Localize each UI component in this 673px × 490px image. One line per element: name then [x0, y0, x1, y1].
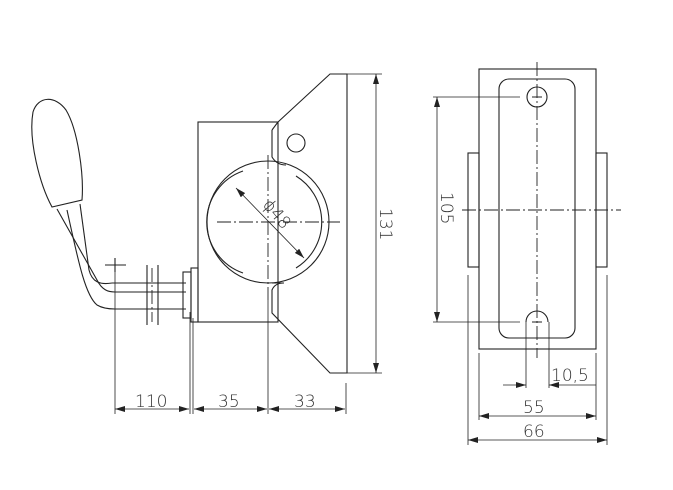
offset-label-2: 33: [294, 392, 316, 412]
handle-length-label: 110: [135, 392, 167, 412]
front-view: 105 10,5 55 66: [433, 62, 621, 445]
inner-width-label: 55: [523, 398, 545, 418]
bore-inner: [206, 170, 323, 274]
hole-spacing-label: 105: [436, 192, 456, 224]
pivot-hole: [286, 133, 306, 153]
diameter-dimension: [235, 187, 305, 259]
clamp-flange: [271, 73, 348, 374]
height-label: 131: [375, 208, 395, 240]
slot-width-label: 10,5: [551, 366, 589, 386]
bore-diameter-label: ϕ48: [258, 195, 294, 233]
side-view: ϕ48 131 110 35 33: [31, 73, 395, 414]
offset-label-1: 35: [218, 392, 240, 412]
outer-width-label: 66: [523, 422, 545, 442]
mounting-plate: [478, 68, 597, 350]
